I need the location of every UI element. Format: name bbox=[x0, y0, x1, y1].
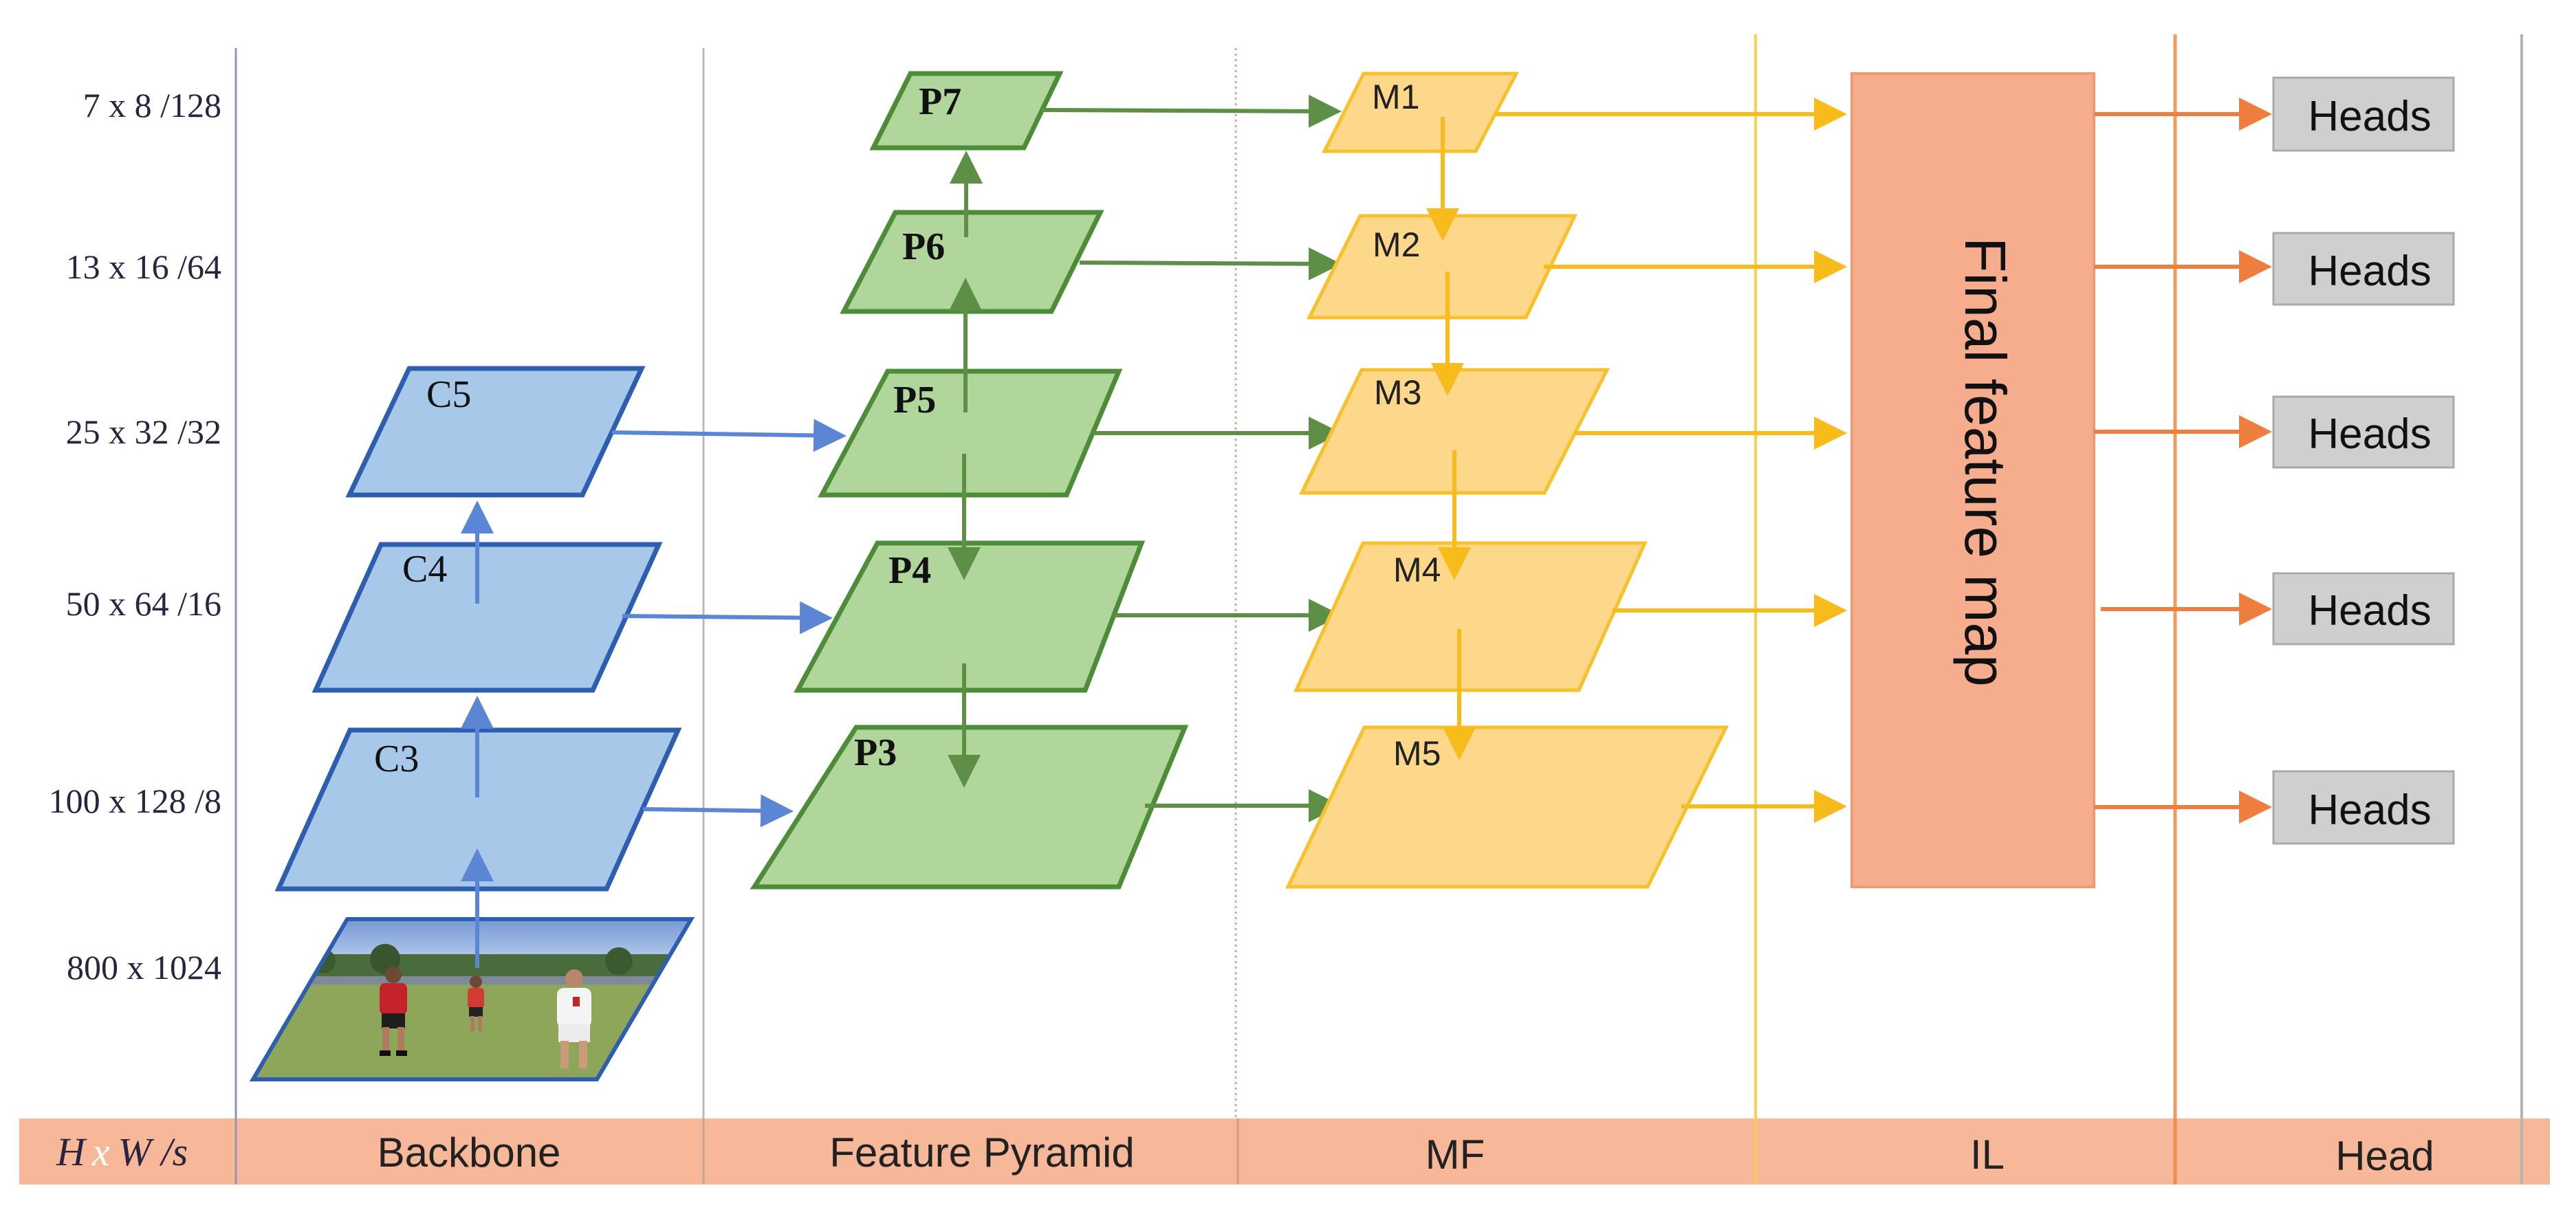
pyramid-label-p4: P4 bbox=[888, 549, 931, 592]
scale-label-p5: 25 x 32 /32 bbox=[66, 412, 221, 451]
heads-box-3 bbox=[2272, 395, 2455, 469]
pyramid-blocks: P7 P6 P5 P4 P3 bbox=[750, 71, 1189, 890]
backbone-block-c4 bbox=[312, 542, 663, 693]
mf-label-m3: M3 bbox=[1374, 373, 1421, 412]
mf-label-m1: M1 bbox=[1372, 78, 1419, 116]
heads-box-5 bbox=[2272, 770, 2455, 845]
heads-box-4 bbox=[2272, 572, 2455, 646]
final-feature-map-box bbox=[1851, 72, 2095, 888]
mf-blocks: M1 M2 M3 M4 M5 bbox=[1285, 71, 1729, 889]
footer-section-backbone: Backbone bbox=[378, 1130, 561, 1176]
footer-hws-h: H bbox=[56, 1130, 87, 1174]
scale-label-p4: 50 x 64 /16 bbox=[66, 584, 221, 623]
pyramid-block-p6 bbox=[840, 210, 1104, 314]
mf-block-m3 bbox=[1299, 368, 1611, 495]
arrow-c4-to-p4 bbox=[622, 601, 833, 635]
heads-boxes: Heads Heads Heads Heads Heads bbox=[2272, 76, 2455, 845]
scale-label-input: 800 x 1024 bbox=[67, 948, 221, 987]
scale-labels: 7 x 8 /128 13 x 16 /64 25 x 32 /32 50 x … bbox=[49, 86, 221, 987]
final-feature-map-label: Final feature map bbox=[1953, 237, 2018, 687]
footer-section-mf: MF bbox=[1426, 1132, 1485, 1178]
backbone-blocks: C5 C4 C3 bbox=[274, 366, 682, 892]
footer-hws-x: x bbox=[91, 1130, 110, 1174]
backbone-label-c3: C3 bbox=[374, 738, 419, 780]
arrow-p6-to-m2 bbox=[1079, 247, 1342, 280]
mf-down-arrows bbox=[1426, 117, 1476, 760]
mf-label-m5: M5 bbox=[1393, 734, 1441, 773]
pyramid-vertical-arrows bbox=[948, 151, 983, 788]
footer-band-bg bbox=[19, 1119, 2550, 1185]
backbone-block-c3 bbox=[274, 727, 682, 892]
heads-label-3: Heads bbox=[2308, 410, 2431, 458]
footer-section-head: Head bbox=[2335, 1133, 2434, 1179]
arrow-p7-to-m1 bbox=[1041, 94, 1342, 128]
footer-section-feature-pyramid: Feature Pyramid bbox=[829, 1130, 1135, 1176]
pyramid-label-p3: P3 bbox=[854, 731, 897, 774]
mf-block-m2 bbox=[1306, 214, 1578, 320]
mf-lateral-arrows bbox=[1496, 98, 1847, 823]
input-image-frame bbox=[249, 917, 695, 1081]
head-arrows bbox=[2094, 98, 2272, 824]
pyramid-block-p5 bbox=[818, 368, 1123, 498]
backbone-label-c4: C4 bbox=[402, 548, 447, 591]
scale-label-p6: 13 x 16 /64 bbox=[66, 247, 221, 286]
heads-label-2: Heads bbox=[2308, 247, 2431, 295]
pyramid-block-p7 bbox=[869, 71, 1064, 151]
heads-label-4: Heads bbox=[2308, 587, 2431, 635]
input-image bbox=[249, 917, 695, 1081]
pyramid-label-p7: P7 bbox=[919, 80, 961, 123]
mf-block-m1 bbox=[1321, 71, 1520, 153]
pyramid-block-p4 bbox=[794, 540, 1146, 693]
final-feature-map: Final feature map bbox=[1851, 72, 2095, 888]
scale-label-p7: 7 x 8 /128 bbox=[83, 86, 221, 124]
pyramid-label-p5: P5 bbox=[893, 379, 936, 421]
mf-block-m5 bbox=[1285, 725, 1729, 889]
heads-label-5: Heads bbox=[2308, 786, 2431, 834]
backbone-lateral-arrows bbox=[611, 419, 847, 828]
heads-box-2 bbox=[2272, 232, 2455, 306]
backbone-block-c5 bbox=[345, 366, 646, 498]
footer-hws-rest: W /s bbox=[118, 1130, 188, 1174]
scale-label-p3: 100 x 128 /8 bbox=[49, 782, 221, 820]
footer-section-il: IL bbox=[1970, 1132, 2005, 1178]
heads-label-1: Heads bbox=[2308, 93, 2431, 140]
heads-box-1 bbox=[2272, 76, 2455, 152]
arrow-c3-to-p3 bbox=[642, 794, 794, 828]
mf-label-m2: M2 bbox=[1373, 225, 1420, 264]
pyramid-lateral-arrows bbox=[1041, 94, 1342, 822]
pyramid-block-p3 bbox=[750, 725, 1189, 890]
backbone-label-c5: C5 bbox=[426, 373, 471, 416]
mf-block-m4 bbox=[1294, 541, 1648, 692]
arrow-c5-to-p5 bbox=[611, 419, 847, 452]
mf-label-m4: M4 bbox=[1393, 551, 1441, 589]
pyramid-label-p6: P6 bbox=[902, 225, 945, 268]
